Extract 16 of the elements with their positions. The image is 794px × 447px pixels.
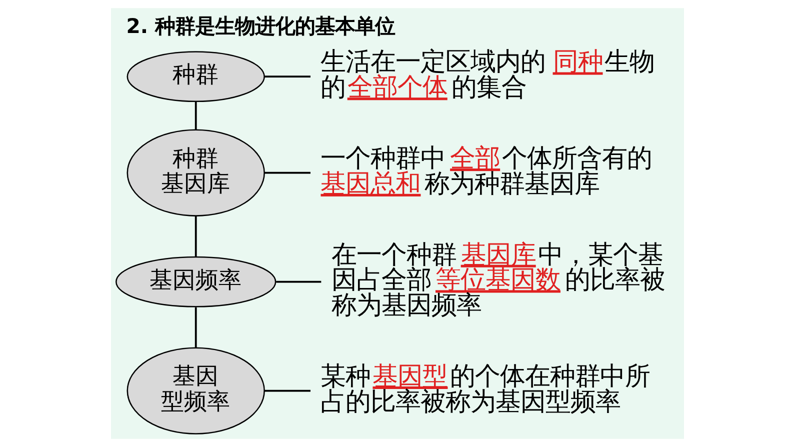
diagram-title: 2. 种群是生物进化的基本单位 <box>126 14 395 38</box>
node-ellipse: 种群 <box>126 51 264 102</box>
connector <box>194 216 196 257</box>
node-text: 生活在一定区域内的 同种生物的全部个体 的集合 <box>320 46 654 102</box>
node-ellipse: 基因型频率 <box>126 347 264 434</box>
node-text: 某种基因型的个体在种群中所占的比率被称为基因型频率 <box>320 360 650 416</box>
connector <box>264 76 310 78</box>
connector <box>264 390 310 392</box>
connector <box>194 102 196 130</box>
connector <box>276 280 321 283</box>
connector <box>194 307 196 348</box>
node-text: 一个种群中 全部个体所含有的 基因总和称为种群基因库 <box>320 142 652 198</box>
node-ellipse: 基因频率 <box>115 256 276 308</box>
connector <box>264 172 310 174</box>
node-text: 在一个种群 基因库中，某个基因占全部等位基因数 的比率被称为基因频率 <box>331 238 664 320</box>
node-ellipse: 种群基因库 <box>126 129 264 216</box>
